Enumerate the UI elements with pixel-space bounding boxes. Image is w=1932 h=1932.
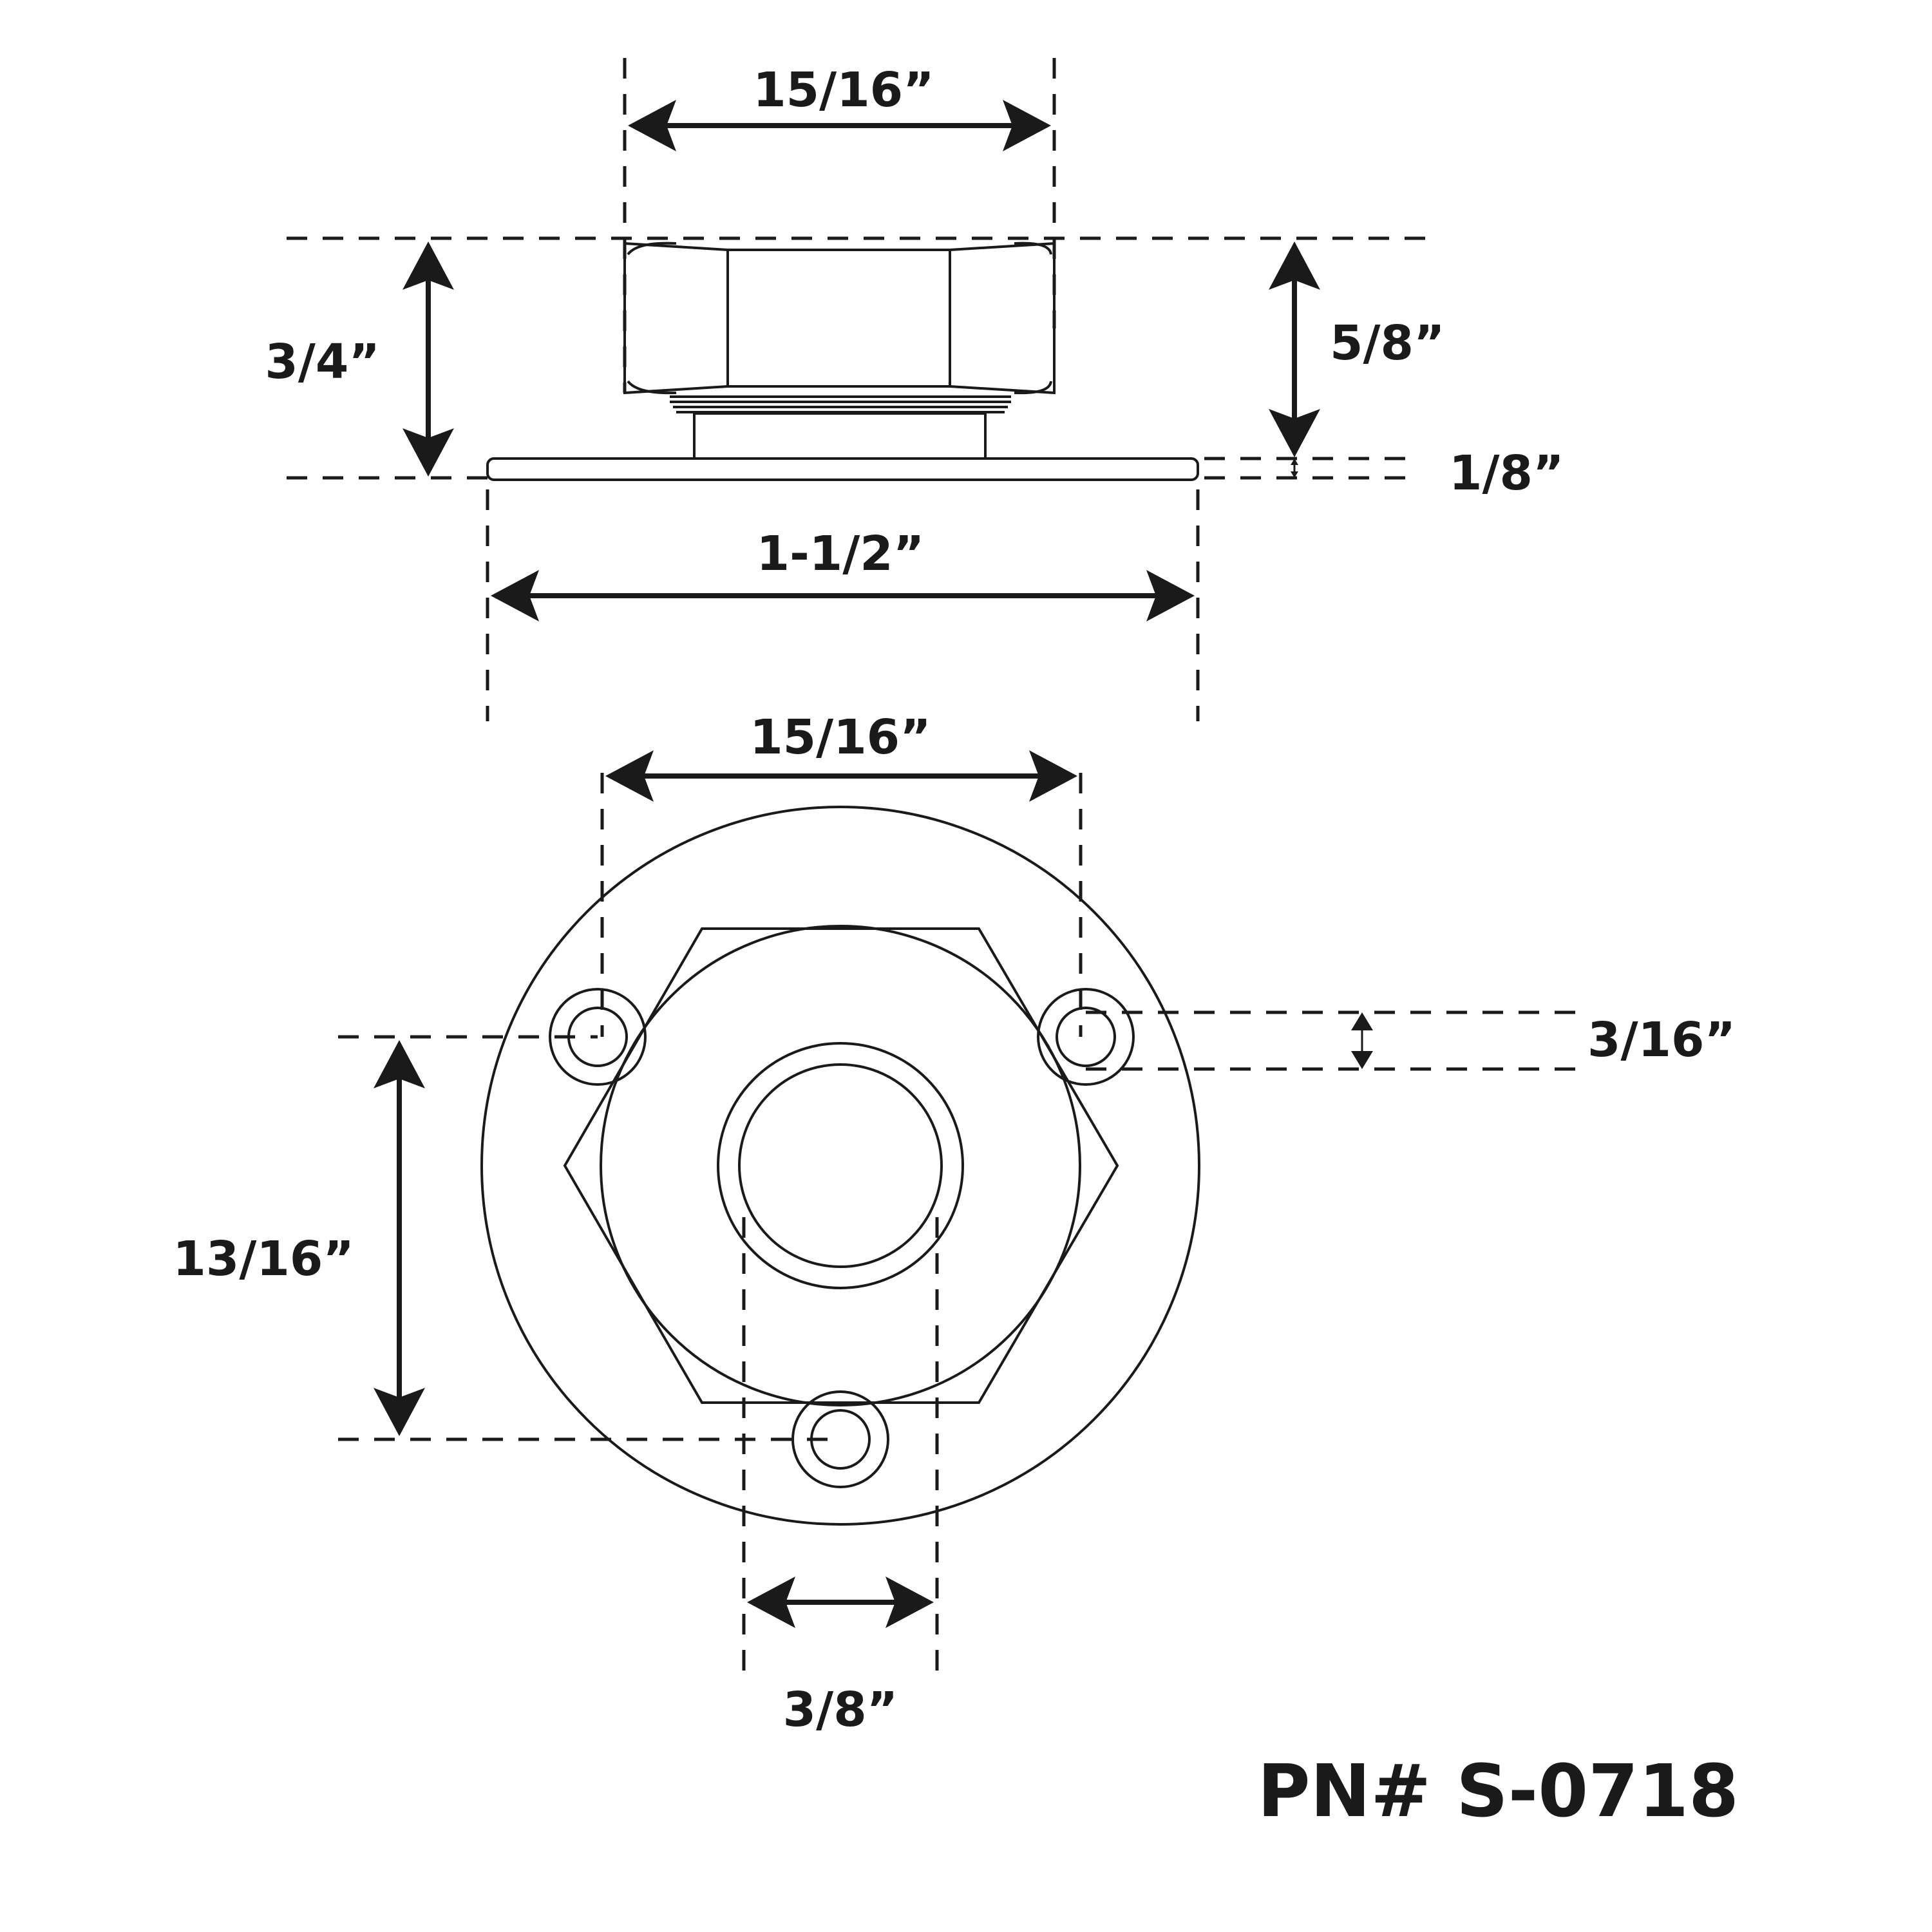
dim-side-nut-width-arrow-right	[1003, 100, 1051, 151]
dim-side-total-height-label: 3/4”	[265, 334, 380, 390]
side-shank	[693, 412, 987, 460]
side-thread	[670, 395, 1011, 413]
top-nut-washer-face	[600, 925, 1081, 1406]
dim-top-hex-width-arrow-right	[1029, 750, 1077, 802]
top-base-flange	[480, 806, 1200, 1526]
dim-side-nut-width-arrow-left	[628, 100, 676, 151]
top-hex-nut	[563, 927, 1119, 1404]
dim-side-base-thickness-label: 1/8”	[1449, 446, 1564, 501]
dim-side-nut-height-arrow-bottom	[1269, 409, 1320, 457]
dim-side-base-width-arrow-right	[1146, 570, 1195, 621]
dim-side-nut-height-arrow-top	[1269, 242, 1320, 290]
dim-side-nut-width-label: 15/16”	[753, 62, 934, 118]
mounting-hole-right	[1037, 988, 1135, 1086]
top-bore-outer	[717, 1042, 964, 1289]
dim-side-total-height-arrow-bottom	[402, 428, 454, 477]
top-view: 15/16” 3/16” 13/16” 3/8”	[173, 710, 1736, 1738]
dim-top-hole-dia-arrow-top	[1351, 1012, 1373, 1030]
dim-top-hex-width-label: 15/16”	[750, 710, 931, 765]
side-nut-body	[623, 242, 1056, 395]
dim-top-bore-arrow-right	[886, 1577, 934, 1628]
dim-top-hole-spacing-arrow-bottom	[374, 1388, 425, 1436]
part-number: PN# S-0718	[1257, 1750, 1739, 1833]
dim-side-base-width-label: 1-1/2”	[757, 526, 925, 582]
dim-top-bore-arrow-left	[747, 1577, 795, 1628]
dim-side-nut-height-label: 5/8”	[1330, 316, 1445, 371]
top-bore-inner	[738, 1063, 943, 1268]
dim-top-hole-dia-label: 3/16”	[1587, 1012, 1736, 1068]
dim-side-base-thickness-arrow-top	[1291, 459, 1298, 465]
dim-side-base-thickness-arrow-bottom	[1291, 471, 1298, 478]
side-base-flange	[486, 457, 1199, 481]
dim-side-base-width-arrow-left	[491, 570, 539, 621]
side-view: 15/16” 3/4” 5/8” 1/8” 1-1/2”	[265, 58, 1564, 721]
dim-top-hex-width-arrow-left	[605, 750, 654, 802]
dim-top-hole-spacing-arrow-top	[374, 1040, 425, 1088]
dim-top-hole-dia-arrow-bottom	[1351, 1051, 1373, 1069]
dim-top-bore-label: 3/8”	[783, 1682, 898, 1738]
side-nut-chamfer	[627, 242, 1052, 395]
dim-top-hole-spacing-label: 13/16”	[173, 1231, 354, 1287]
dim-side-total-height-arrow-top	[402, 242, 454, 290]
